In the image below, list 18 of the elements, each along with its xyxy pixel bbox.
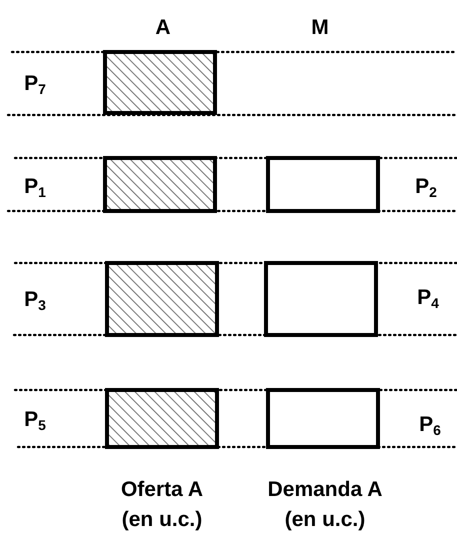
price-label: P$_{4}$ <box>417 285 439 313</box>
hatched-rectangle <box>105 388 219 449</box>
price-label: P$_{2}$ <box>415 174 437 202</box>
price-label: P$_{7}$ <box>24 71 46 99</box>
rectangle <box>264 261 378 337</box>
column-heading: A <box>155 15 171 41</box>
price-label: P$_{6}$ <box>419 412 441 440</box>
axis-caption: Oferta A (en u.c.) <box>120 477 204 533</box>
price-label: P$_{3}$ <box>24 287 46 315</box>
hatched-rectangle <box>103 50 217 115</box>
axis-caption: Demanda A (en u.c.) <box>266 477 384 533</box>
hatched-rectangle <box>103 156 217 213</box>
rectangle <box>266 388 380 449</box>
rectangle <box>266 156 380 213</box>
hatched-rectangle <box>105 261 219 337</box>
column-heading: M <box>311 15 329 41</box>
price-label: P$_{1}$ <box>24 174 46 202</box>
price-label: P$_{5}$ <box>24 407 46 435</box>
